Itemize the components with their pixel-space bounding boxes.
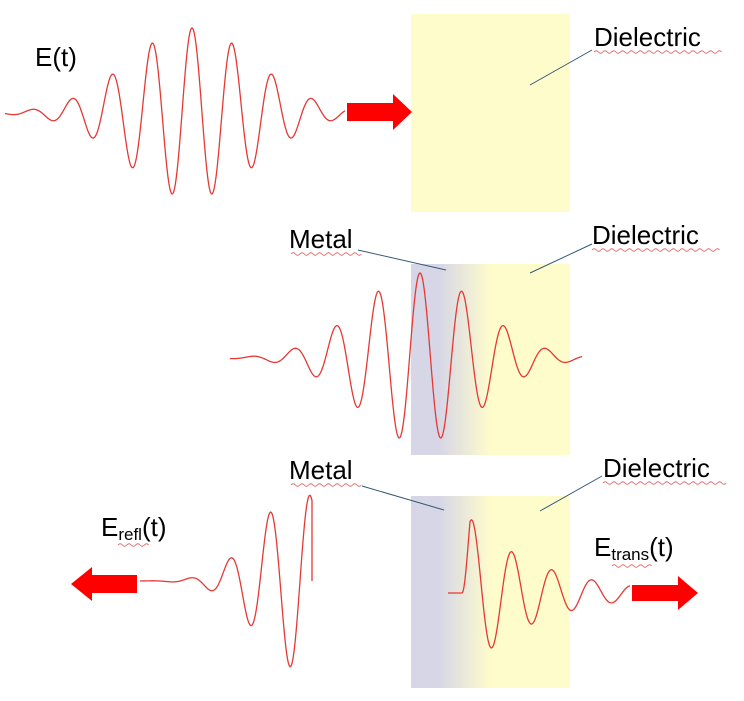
metal-leader-line: [361, 485, 445, 511]
spellcheck-underline: [591, 248, 720, 252]
pulse-wave-in-metal: [229, 272, 583, 439]
forward-arrow: [347, 94, 412, 130]
transmitted-pulse-wave: [448, 519, 631, 649]
spellcheck-underline: [602, 481, 727, 485]
spellcheck-underline: [593, 50, 722, 54]
reflected-field-label: Erefl(t): [101, 512, 167, 544]
dielectric-label: Dielectric: [603, 453, 710, 483]
spellcheck-underline: [611, 564, 652, 568]
transmitted-field-label: Etrans(t): [594, 532, 674, 564]
dielectric-leader-line: [539, 475, 603, 512]
metal-label: Metal: [289, 455, 353, 485]
dielectric-label: Dielectric: [592, 220, 699, 250]
panel-incident: E(t) Dielectric: [4, 14, 722, 212]
metal-label: Metal: [289, 224, 353, 254]
transmitted-arrow: [632, 576, 698, 610]
incident-pulse-wave: [4, 27, 346, 195]
dielectric-block: [411, 14, 570, 212]
reflected-arrow: [71, 567, 137, 601]
field-label: E(t): [35, 42, 77, 72]
dielectric-leader-line: [529, 243, 593, 274]
panel-in-metal: Metal Dielectric: [229, 220, 720, 455]
spellcheck-underline: [290, 483, 362, 487]
dielectric-leader-line: [529, 49, 593, 86]
reflected-pulse-wave: [139, 494, 313, 668]
metal-leader-line: [357, 249, 447, 271]
spellcheck-underline: [117, 543, 150, 547]
metal-layer: [411, 496, 491, 688]
panel-split: Metal Dielectric Erefl(t) Etrans(t): [71, 453, 727, 688]
dielectric-label: Dielectric: [594, 22, 701, 52]
spellcheck-underline: [290, 252, 362, 256]
